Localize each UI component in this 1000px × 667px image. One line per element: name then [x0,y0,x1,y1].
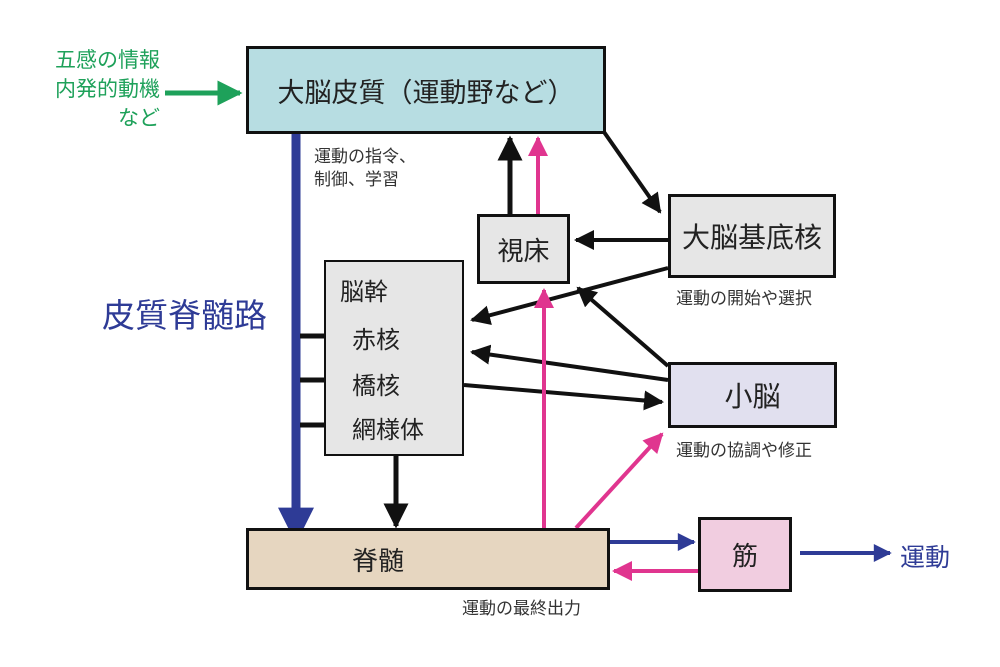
node-label: 視床 [497,236,550,267]
node-muscle: 筋 [698,517,792,592]
input-label-line: 五感の情報 [55,48,160,72]
node-label: 筋 [731,542,758,572]
note-line: 制御、学習 [314,170,399,190]
node-thalamus: 視床 [477,214,570,284]
sub-nucleus-red: 赤核 [352,326,400,354]
node-cerebral-cortex: 大脳皮質（運動野など） [246,46,606,134]
cortex-note: 運動の指令、 制御、学習 [314,146,416,192]
arrow-cortex-to-basal-ganglia [602,130,662,214]
sub-nucleus-reticular: 網様体 [352,416,424,444]
spinal-cord-note: 運動の最終出力 [462,599,581,619]
note-line: 運動の指令、 [314,147,416,167]
node-brainstem: 脳幹 赤核 橋核 網様体 [324,260,464,456]
cerebellum-note: 運動の協調や修正 [676,441,812,461]
node-cerebellum: 小脳 [668,362,837,428]
node-label: 小脳 [724,380,781,413]
output-label: 運動 [900,543,951,572]
pathway-label: 皮質脊髄路 [102,296,267,335]
input-label: 五感の情報 内発的動機 など [30,46,160,133]
node-label: 脳幹 [340,278,388,306]
arrow-cerebellum-to-brainstem [470,344,669,382]
sub-nucleus-pontine: 橋核 [352,372,400,400]
node-label: 大脳基底核 [681,221,822,254]
arrow-brainstem-to-cerebellum [463,383,664,411]
arrow-cerebellum-to-thalamus [576,286,670,368]
node-label: 脊髄 [351,546,404,577]
arrow-spinal-to-cerebellum [574,432,664,530]
input-label-line: 内発的動機 [55,77,160,101]
node-label: 大脳皮質（運動野など） [277,77,575,109]
node-basal-ganglia: 大脳基底核 [668,194,836,278]
basal-ganglia-note: 運動の開始や選択 [676,289,812,309]
input-label-line: など [118,106,160,130]
node-spinal-cord: 脊髄 [246,528,610,590]
arrow-basal-ganglia-to-brainstem [470,266,669,326]
